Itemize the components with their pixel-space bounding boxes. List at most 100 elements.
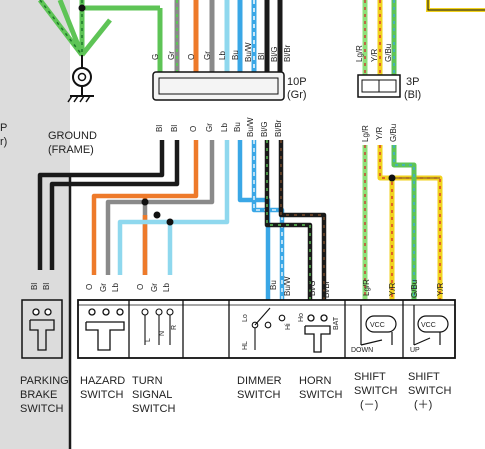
wire-label-shift-down: Y/R [388, 282, 397, 296]
wire-label-upper: G [151, 54, 160, 60]
left-panel-shade [0, 0, 70, 449]
horn-switch-symbol [304, 314, 331, 353]
right-upper-labels: Lg/R Y/R G/Bu [355, 44, 393, 62]
shift-up-switch-symbol [413, 305, 449, 346]
wire-label-upper: Gr [167, 51, 176, 60]
shift-down-label-inner: DOWN [351, 347, 373, 354]
shift-up-label-inner: UP [410, 347, 420, 354]
ground-sublabel: (FRAME) [48, 144, 94, 156]
dimmer-switch-symbol [251, 307, 286, 350]
wire-label-dimmer: Bu [269, 280, 278, 290]
right-lower-harness [362, 145, 443, 300]
dimmer-lo: Lo [242, 314, 249, 322]
parking-brake-switch-label-2: BRAKE [20, 389, 57, 401]
connector-10p [152, 71, 285, 101]
wire-label-10p: Bu/W [246, 117, 255, 137]
shift-up-switch-label-1: SHIFT [408, 371, 440, 383]
wire-label-10p: Bl [155, 125, 164, 132]
wire-label-turn: Gr [150, 283, 159, 292]
connector-3p-label: 3P [406, 76, 419, 88]
wire-label-horn: Bl/G [308, 280, 317, 296]
wire-label-10p: Bu [233, 122, 242, 132]
wire-label-shift-up: Y/R [436, 282, 445, 296]
wire-label-10p: Lb [220, 123, 229, 132]
right-harness [362, 0, 485, 75]
switch-names: PARKING BRAKE SWITCH HAZARD SWITCH TURN … [20, 371, 451, 415]
shift-down-vcc: VCC [370, 322, 385, 329]
right-lower-labels: Lg/R Y/R G/Bu [361, 124, 398, 142]
switch-wire-labels: Bl Bl O Gr Lb O Gr Lb Bu Bu/W Bl/G Bl/Br… [30, 276, 445, 298]
shift-down-switch-symbol [360, 305, 397, 346]
connector-10p-color: (Gr) [287, 89, 307, 101]
dimmer-switch-label-2: SWITCH [237, 389, 280, 401]
wire-label-10p: Bl/Br [274, 119, 283, 137]
turn-signal-switch-label-2: SIGNAL [132, 389, 172, 401]
parking-switch-symbol [29, 308, 55, 351]
wire-label-3p: G/Bu [384, 44, 393, 62]
wire-label-upper: Bl [257, 53, 266, 60]
wire-label-upper: Lb [218, 51, 227, 60]
wire-label-3p-lower: Lg/R [361, 125, 370, 142]
dimmer-hl: HL [242, 341, 249, 350]
wire-label-parking: Bl [42, 283, 51, 290]
shift-down-switch-label-2: SWITCH [354, 385, 397, 397]
horn-ho: Ho [298, 313, 305, 322]
wire-label-10p: Gr [205, 123, 214, 132]
parking-brake-switch-label-3: SWITCH [20, 403, 63, 415]
upper-wires [157, 0, 283, 72]
wire-label-turn: O [136, 284, 145, 290]
wire-label-3p: Y/R [370, 48, 379, 62]
turn-signal-switch-label-3: SWITCH [132, 403, 175, 415]
turn-pos-l: L [145, 338, 152, 342]
hazard-switch-label-1: HAZARD [80, 375, 125, 387]
wire-label-3p-lower: Y/R [375, 126, 384, 140]
turn-pos-n: N [159, 331, 166, 336]
horn-bat: BAT [333, 316, 340, 330]
left-cut-label-2: r) [0, 136, 7, 148]
wire-label-3p-lower: G/Bu [389, 124, 398, 142]
ground-lug [67, 55, 94, 103]
wire-label-shift-up: G/Bu [410, 280, 419, 298]
connector-3p [357, 74, 401, 98]
switch-housing [21, 299, 456, 359]
turn-signal-switch-label-1: TURN [132, 375, 163, 387]
wire-label-parking: Bl [30, 283, 39, 290]
shift-up-switch-label-3: (＋) [414, 399, 432, 411]
dimmer-hi: Hi [285, 323, 292, 330]
shift-down-switch-label-1: SHIFT [354, 371, 386, 383]
shift-up-vcc: VCC [421, 322, 436, 329]
horn-switch-label-1: HORN [299, 375, 331, 387]
wire-label-upper: Bu/W [244, 42, 253, 62]
wire-label-shift-down: Lg/R [362, 279, 371, 296]
wire-label-hazard: Gr [99, 283, 108, 292]
wire-label-10p: Bl/G [260, 121, 269, 137]
ground-bundle [38, 0, 163, 57]
wire-label-upper: Bl/Br [283, 44, 292, 62]
shift-up-switch-label-2: SWITCH [408, 385, 451, 397]
upper-wire-labels: G Gr O Gr Lb Bu Bu/W Bl Bl/G Bl/Br [151, 42, 292, 62]
wire-label-hazard: O [85, 284, 94, 290]
wire-label-10p: Bl [170, 125, 179, 132]
wire-label-3p: Lg/R [355, 45, 364, 62]
wire-label-upper: O [187, 54, 196, 60]
hazard-switch-label-2: SWITCH [80, 389, 123, 401]
turn-switch-symbol [141, 308, 174, 345]
parking-brake-switch-label-1: PARKING [20, 375, 69, 387]
wire-label-dimmer: Bu/W [283, 276, 292, 296]
wire-label-upper: Gr [203, 51, 212, 60]
wire-label-horn: Bl/Br [322, 280, 331, 298]
wire-label-upper: Bl/G [270, 46, 279, 62]
wire-label-upper: Bu [231, 50, 240, 60]
dimmer-switch-label-1: DIMMER [237, 375, 282, 387]
hazard-switch-symbol [85, 308, 125, 351]
connector-3p-color: (Bl) [404, 89, 421, 101]
connector-10p-label: 10P [287, 76, 307, 88]
wire-label-hazard: Lb [111, 283, 120, 292]
lower-harness [37, 140, 327, 449]
wire-label-turn: Lb [162, 283, 171, 292]
turn-pos-r: R [171, 325, 178, 330]
ground-label: GROUND [48, 130, 97, 142]
left-cut-label-1: P [0, 122, 7, 134]
